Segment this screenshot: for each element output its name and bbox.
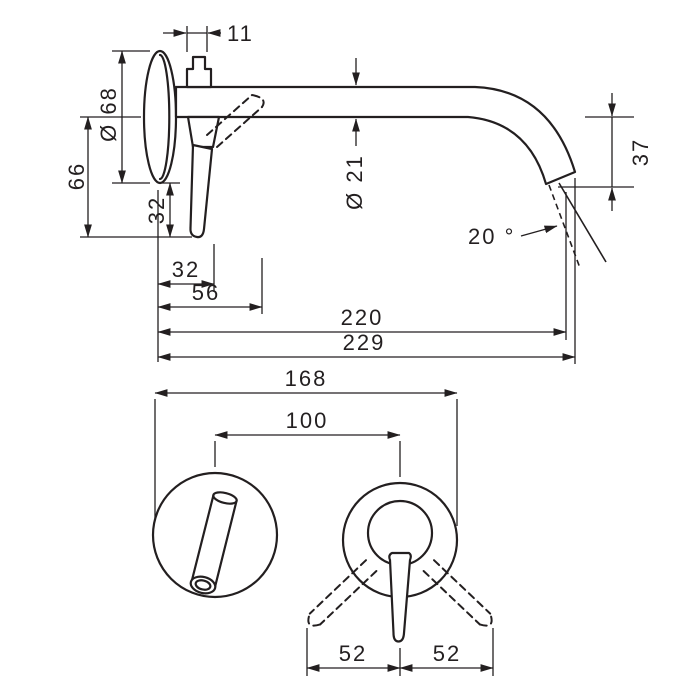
escutcheon-side-edge [158, 53, 171, 181]
spout-mount-side [185, 55, 213, 89]
dim-100 [214, 431, 401, 477]
front-view [151, 471, 493, 643]
dimension-labels: 11 Ø 68 66 32 32 56 Ø 21 37 20 ° 220 229… [64, 21, 653, 666]
dim-label-52-left: 52 [339, 641, 367, 666]
dim-52-pair [306, 628, 494, 676]
spout-front [189, 491, 238, 595]
handle-lever-alt-dashed [206, 94, 265, 148]
dim-label-168: 168 [285, 366, 328, 391]
dim-56 [157, 258, 263, 314]
dim-label-68: Ø 68 [96, 86, 121, 142]
dim-label-32-horizontal: 32 [172, 257, 200, 282]
dim-229 [157, 178, 576, 364]
dim-label-56: 56 [192, 280, 220, 305]
spout-escutcheon-front [151, 471, 279, 599]
dim-label-11: 11 [227, 21, 254, 46]
dim-32-vertical [162, 182, 180, 238]
handle-swing-left-dashed [307, 559, 378, 627]
handle-lever-side [189, 143, 214, 239]
dimension-lines [80, 26, 634, 676]
dim-label-37: 37 [628, 138, 653, 166]
dim-168 [154, 389, 458, 526]
side-view [142, 49, 577, 239]
dim-label-20-angle: 20 ° [468, 224, 515, 249]
escutcheon-side [142, 49, 178, 185]
dim-label-52-right: 52 [433, 641, 461, 666]
dim-label-100: 100 [286, 408, 329, 433]
dim-220 [157, 192, 567, 340]
spout-side [174, 85, 577, 186]
handle-swing-right-dashed [422, 559, 493, 627]
handle-lever-front [388, 551, 412, 643]
dim-11 [163, 26, 221, 52]
dim-20-angle [520, 182, 607, 269]
dim-label-220: 220 [341, 305, 384, 330]
dim-label-32-vertical: 32 [144, 196, 169, 224]
dim-label-229: 229 [343, 330, 386, 355]
dim-label-21: Ø 21 [342, 154, 367, 210]
handle-cartridge-side [186, 115, 221, 149]
dim-37 [558, 93, 634, 211]
dim-label-66: 66 [64, 162, 89, 190]
